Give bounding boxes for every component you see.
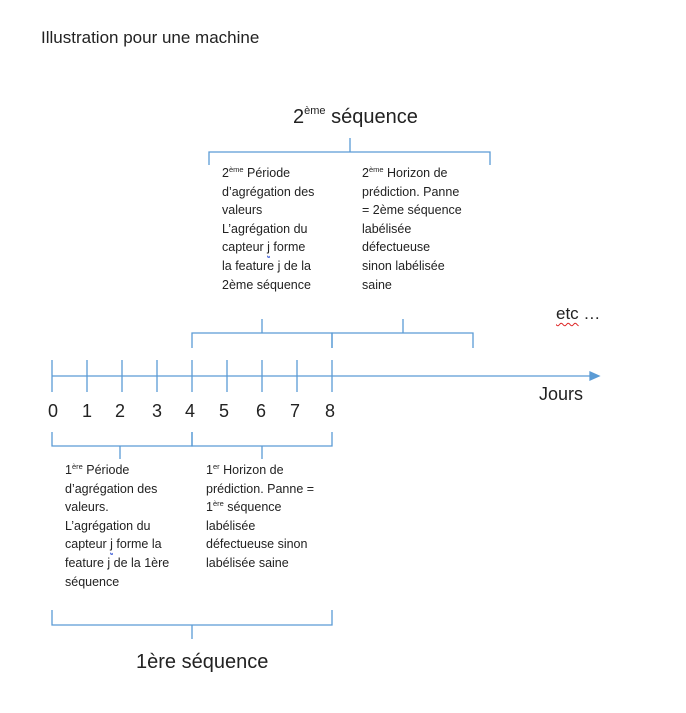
sequence-2-period-text: 2ème Période d’agrégation des valeurs L’…	[222, 165, 315, 292]
sequence-2-title: 2ème séquence	[293, 105, 418, 129]
timeline-arrowhead	[589, 370, 601, 382]
tick-label-8: 8	[324, 401, 335, 421]
sequence-1-horizon-brace	[191, 432, 333, 459]
sequence-1-title: 1ère séquence	[136, 651, 269, 673]
tick-label-5: 5	[218, 401, 229, 421]
sequence-2-period-brace	[191, 319, 333, 348]
tick-label-6: 6	[255, 401, 266, 421]
tick-label-7: 7	[289, 401, 300, 421]
tick-label-3: 3	[151, 401, 162, 421]
sequence-1-horizon-text: 1er Horizon de prédiction. Panne = 1ère …	[206, 462, 315, 570]
sequence-2-brace	[208, 138, 491, 165]
axis-label: Jours	[539, 384, 584, 404]
tick-label-1: 1	[81, 401, 92, 421]
tick-label-0: 0	[47, 401, 58, 421]
sequence-2-horizon-text: 2ème Horizon de prédiction. Panne = 2ème…	[362, 165, 462, 292]
sequence-1-brace	[51, 610, 333, 639]
tick-label-4: 4	[184, 401, 195, 421]
sequence-1-period-brace	[51, 432, 193, 459]
sequence-1-period-text: 1ère Période d’agrégation des valeurs. L…	[65, 462, 170, 589]
tick-label-2: 2	[114, 401, 125, 421]
page-title: Illustration pour une machine	[41, 28, 260, 47]
sequence-2-horizon-brace	[331, 319, 474, 348]
etc-label: etc …	[556, 304, 601, 323]
